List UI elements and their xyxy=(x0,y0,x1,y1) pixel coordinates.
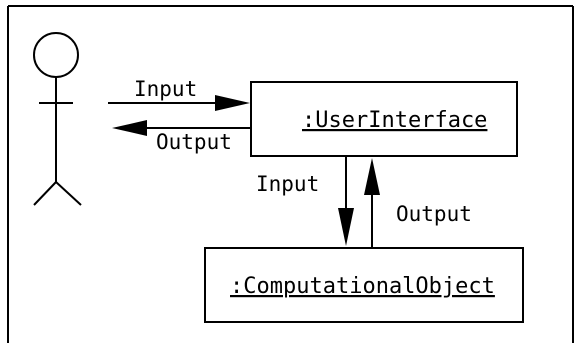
output-label-comp: Output xyxy=(396,202,472,226)
actor-right-leg xyxy=(55,181,82,206)
output-arrow-to-actor xyxy=(112,120,251,136)
arrowhead-right xyxy=(215,95,250,111)
actor-figure xyxy=(33,32,82,206)
output-label-actor: Output xyxy=(156,130,232,154)
computational-object-label: :ComputationalObject xyxy=(230,274,495,299)
diagram-frame xyxy=(7,5,574,343)
user-interface-box xyxy=(250,81,518,157)
arrowhead-left xyxy=(112,120,147,136)
input-label-comp: Input xyxy=(256,172,319,196)
input-arrow-to-ui xyxy=(108,95,250,111)
computational-object: :ComputationalObject xyxy=(204,247,524,323)
input-label-actor: Input xyxy=(134,77,197,101)
computational-object-box xyxy=(204,247,524,323)
input-arrow-to-comp xyxy=(338,156,354,246)
actor-left-leg xyxy=(33,181,57,206)
arrowhead-down xyxy=(338,208,354,246)
actor-head xyxy=(33,32,79,78)
user-interface-label: :UserInterface xyxy=(302,108,487,133)
output-arrow-to-ui xyxy=(364,158,380,248)
user-interface-object: :UserInterface xyxy=(250,81,518,157)
arrowhead-up xyxy=(364,158,380,195)
